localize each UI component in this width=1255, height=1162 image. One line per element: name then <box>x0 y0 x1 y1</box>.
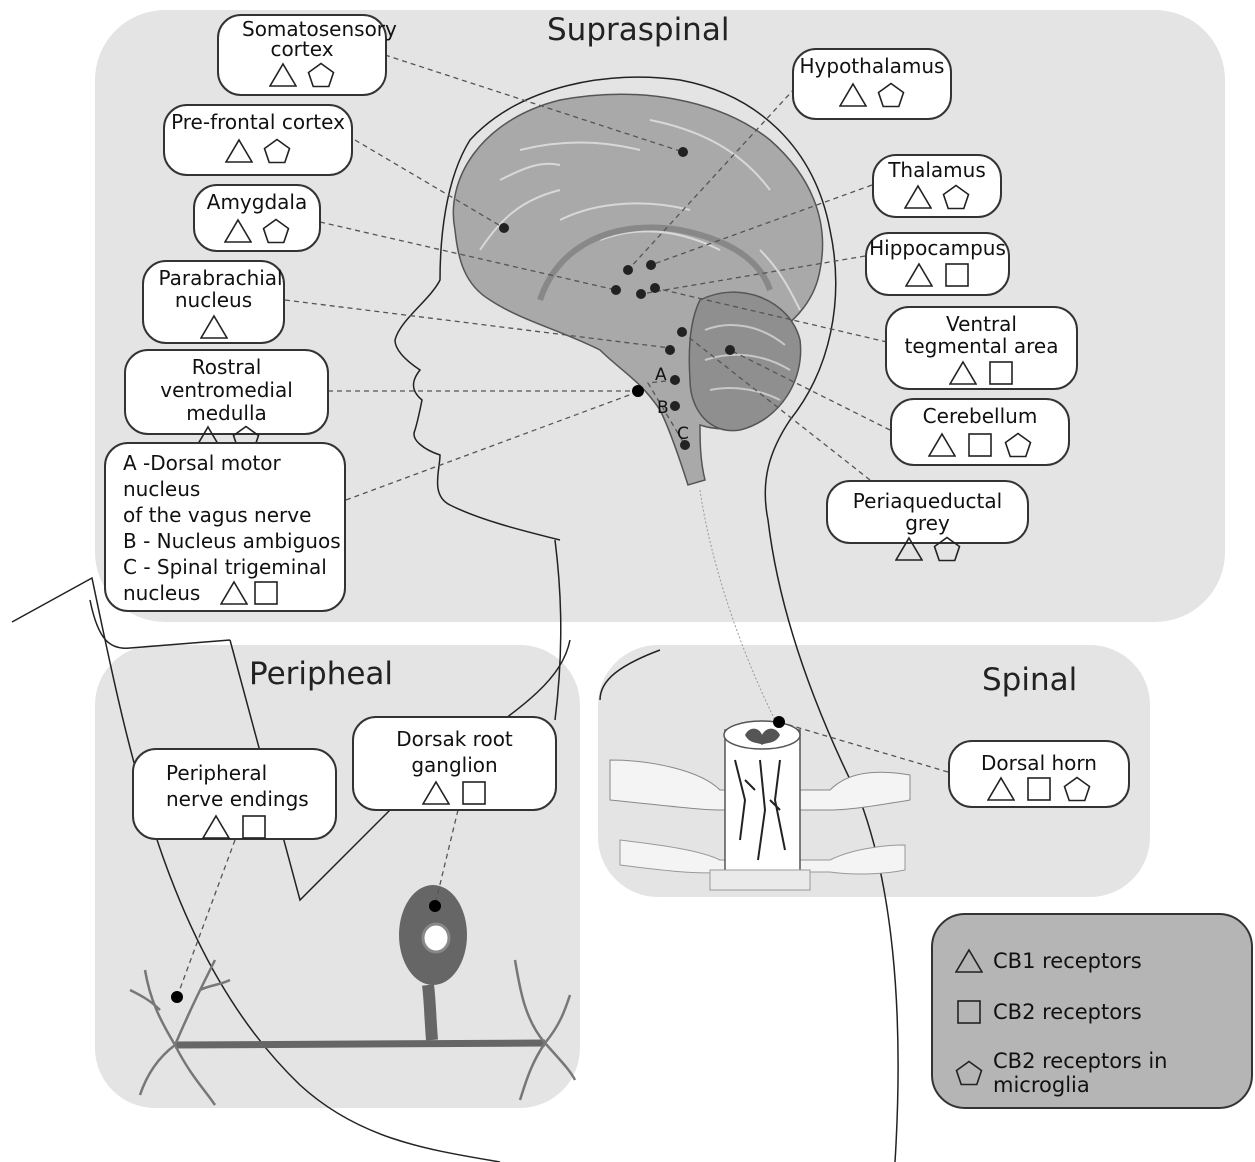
square-icon <box>943 262 971 288</box>
triangle-icon <box>199 314 228 340</box>
hippocampus-label: Hippocampus <box>869 236 1006 260</box>
brainstem-line-6: nucleus <box>123 581 201 605</box>
legend-cb2-label: CB2 receptors <box>993 1000 1142 1024</box>
triangle-icon <box>987 776 1015 802</box>
hypothalamus-label: Hypothalamus <box>799 54 945 78</box>
dorsal-root-ganglion-label: Dorsak root ganglion <box>396 727 513 777</box>
spinal-cord-section <box>609 720 911 891</box>
dorsal-horn-box: Dorsal horn <box>948 740 1130 808</box>
square-icon <box>987 360 1015 386</box>
brainstem-line-4: B - Nucleus ambiguos <box>123 529 341 553</box>
legend-cb2: CB2 receptors <box>955 999 1142 1025</box>
back-outline <box>599 649 661 701</box>
triangle-icon <box>894 536 923 562</box>
pentagon-icon <box>1004 432 1032 458</box>
square-icon <box>1025 776 1053 802</box>
periaqueductal-grey-box: Periaqueductal grey <box>826 480 1029 562</box>
neuron-drawing <box>129 885 577 1106</box>
legend-cb2-microglia: CB2 receptors in microglia <box>955 1049 1251 1097</box>
triangle-icon <box>202 814 230 840</box>
brainstem-nuclei-box: A -Dorsal motor nucleus of the vagus ner… <box>104 442 346 612</box>
triangle-icon <box>955 948 983 974</box>
brainstem-line-5: C - Spinal trigeminal <box>123 555 327 579</box>
peripheral-nerve-endings-box: Peripheral nerve endings <box>132 748 337 840</box>
cerebellum-label: Cerebellum <box>922 404 1038 428</box>
triangle-icon <box>225 138 253 164</box>
brainstem-letter-b: B <box>657 398 669 418</box>
peripheral-nerve-endings-label: Peripheral nerve endings <box>166 761 309 811</box>
pentagon-icon <box>263 138 291 164</box>
parabrachial-nucleus-box: Parabrachial nucleus <box>142 260 285 344</box>
brainstem-line-3: of the vagus nerve <box>123 503 312 527</box>
marker-dots <box>171 147 785 1003</box>
pentagon-icon <box>262 218 290 244</box>
hippocampus-box: Hippocampus <box>865 232 1010 296</box>
brainstem-letter-a: A <box>655 365 667 385</box>
body-outline <box>11 576 501 1162</box>
hypothalamus-box: Hypothalamus <box>792 48 952 120</box>
thalamus-label: Thalamus <box>888 158 986 182</box>
pentagon-icon <box>955 1060 983 1086</box>
vta-label: Ventral tegmental area <box>904 312 1059 358</box>
parabrachial-nucleus-label: Parabrachial nucleus <box>158 266 283 312</box>
prefrontal-cortex-label: Pre-frontal cortex <box>171 110 345 134</box>
neck-outline <box>554 539 562 721</box>
cord-path <box>699 489 776 721</box>
pentagon-icon <box>877 82 905 108</box>
head-outline <box>394 76 899 1162</box>
dorsal-horn-label: Dorsal horn <box>981 751 1097 775</box>
triangle-icon <box>269 62 297 88</box>
triangle-icon <box>224 218 252 244</box>
pentagon-icon <box>942 184 970 210</box>
triangle-icon <box>904 184 932 210</box>
brainstem-letter-c: C <box>677 424 689 444</box>
periaqueductal-grey-label: Periaqueductal grey <box>852 489 1003 535</box>
square-icon <box>240 814 268 840</box>
amygdala-label: Amygdala <box>206 190 308 214</box>
triangle-icon <box>948 360 977 386</box>
peripheal-title: Peripheal <box>249 656 394 692</box>
leader-lines <box>176 54 949 998</box>
shoulder-outline <box>89 599 231 649</box>
square-icon <box>966 432 994 458</box>
brainstem-line-2: nucleus <box>123 477 201 501</box>
brain-folds <box>479 119 801 311</box>
somatosensory-cortex-label: Somatosensory cortex <box>242 17 397 61</box>
rvm-box: Rostral ventromedial medulla <box>124 349 329 451</box>
cerebellum-shape <box>688 291 802 432</box>
triangle-icon <box>421 780 450 806</box>
triangle-icon <box>904 262 933 288</box>
triangle-icon <box>928 432 956 458</box>
dorsal-root-ganglion-box: Dorsak root ganglion <box>352 716 557 811</box>
legend-cb1: CB1 receptors <box>955 948 1142 974</box>
somatosensory-cortex-box: Somatosensory cortex <box>217 14 397 96</box>
cerebellum-box: Cerebellum <box>890 398 1070 466</box>
square-icon <box>955 999 983 1025</box>
amygdala-box: Amygdala <box>193 184 321 252</box>
triangle-icon <box>839 82 867 108</box>
rvm-label: Rostral ventromedial medulla <box>160 355 293 425</box>
square-icon <box>252 580 280 606</box>
legend-cb2-microglia-label: CB2 receptors in microglia <box>993 1049 1168 1097</box>
corpus-callosum <box>537 224 773 301</box>
brainstem-last-row: nucleus <box>123 580 344 606</box>
legend-cb1-label: CB1 receptors <box>993 949 1142 973</box>
spinal-title: Spinal <box>982 662 1078 698</box>
vta-box: Ventral tegmental area <box>885 306 1078 390</box>
supraspinal-title: Supraspinal <box>547 12 730 48</box>
pentagon-icon <box>933 536 961 562</box>
square-icon <box>460 780 488 806</box>
thalamus-box: Thalamus <box>872 154 1002 218</box>
receptor-legend: CB1 receptors CB2 receptors CB2 receptor… <box>931 913 1253 1109</box>
brainstem-line-1: A -Dorsal motor <box>123 451 281 475</box>
pentagon-icon <box>307 62 335 88</box>
prefrontal-cortex-box: Pre-frontal cortex <box>163 104 353 176</box>
triangle-icon <box>220 580 249 606</box>
pentagon-icon <box>1063 776 1091 802</box>
